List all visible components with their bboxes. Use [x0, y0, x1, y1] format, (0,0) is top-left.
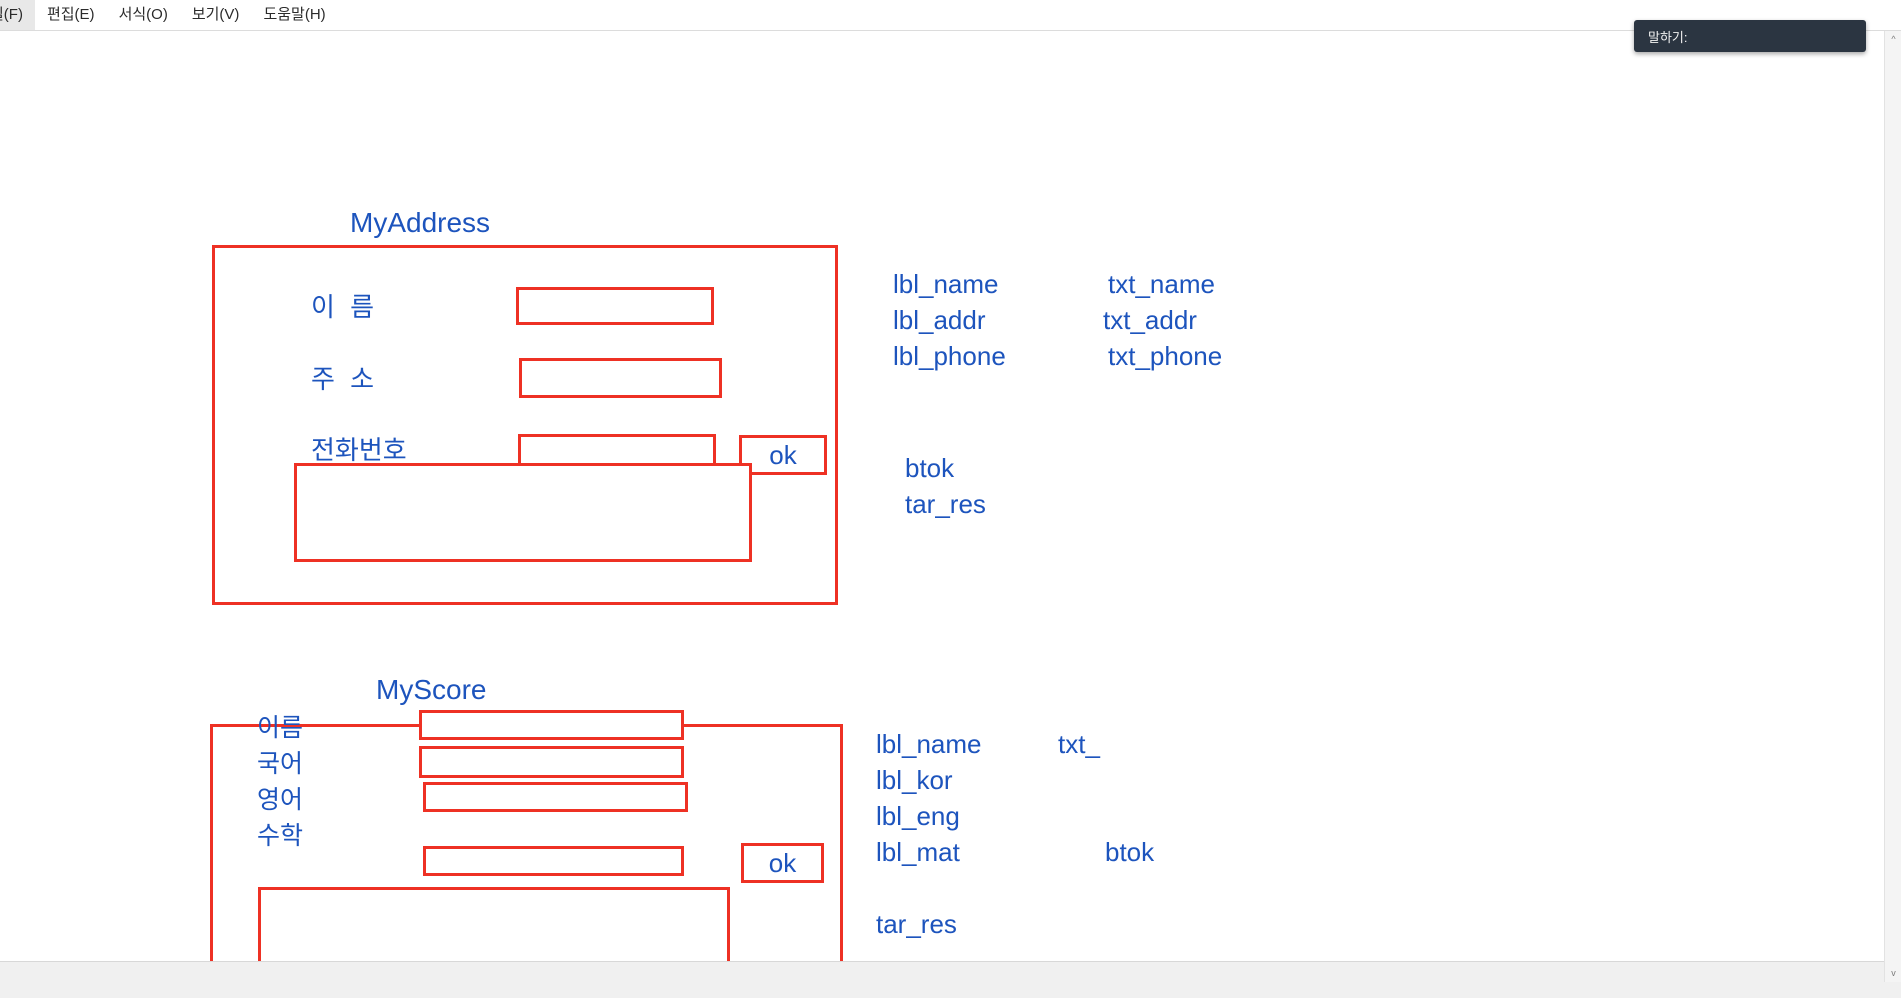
my-score-ok-button[interactable]: ok: [741, 843, 824, 883]
my-score-label-mat: 수학: [257, 822, 304, 850]
my-address-annot-txt-name: txt_name: [1108, 269, 1215, 299]
my-score-annot-btok: btok: [1105, 837, 1155, 867]
my-address-title: MyAddress: [350, 207, 491, 238]
my-address-ok-button[interactable]: ok: [739, 435, 827, 475]
my-score-annot-lbl-mat: lbl_mat: [876, 837, 960, 867]
vertical-scrollbar[interactable]: ^ v: [1884, 31, 1901, 982]
my-address-annot-btok: btok: [905, 453, 955, 483]
my-score-input-eng[interactable]: [423, 782, 688, 812]
scroll-down-arrow-icon[interactable]: v: [1891, 968, 1896, 978]
my-address-annot-txt-addr: txt_addr: [1103, 305, 1197, 335]
my-address-label-addr: 주 소: [311, 364, 379, 394]
my-address-result-textarea[interactable]: [294, 463, 752, 562]
menu-bar: 일(F) 편집(E) 서식(O) 보기(V) 도움말(H): [0, 0, 1901, 31]
my-score-annot-lbl-kor: lbl_kor: [876, 765, 953, 795]
my-score-label-kor: 국어: [257, 750, 304, 778]
menu-item-edit[interactable]: 편집(E): [46, 6, 95, 23]
my-score-annot-lbl-eng: lbl_eng: [876, 801, 960, 831]
document-canvas[interactable]: MyAddress 이 름 주 소 전화번호 ok lbl_name txt_n…: [0, 31, 1884, 961]
menu-item-format[interactable]: 서식(O): [118, 6, 168, 23]
my-address-annot-lbl-name: lbl_name: [893, 269, 999, 299]
scroll-up-arrow-icon[interactable]: ^: [1891, 34, 1896, 44]
my-address-input-addr[interactable]: [519, 358, 722, 398]
my-address-annot-txt-phone: txt_phone: [1108, 341, 1223, 371]
my-address-label-phone: 전화번호: [311, 435, 407, 465]
my-score-title: MyScore: [376, 674, 487, 705]
my-score-annot-lbl-name: lbl_name: [876, 729, 982, 759]
status-bar: [0, 961, 1901, 998]
my-address-annot-tar-res: tar_res: [905, 489, 986, 519]
my-address-input-name[interactable]: [516, 287, 714, 325]
my-score-label-name: 이름: [257, 714, 304, 742]
my-score-input-mat[interactable]: [423, 846, 684, 876]
my-address-annot-lbl-addr: lbl_addr: [893, 305, 986, 335]
my-score-result-textarea[interactable]: [258, 887, 730, 961]
speaking-popup-label: 말하기:: [1648, 29, 1688, 45]
menu-item-view[interactable]: 보기(V): [191, 6, 240, 23]
my-score-annot-txt: txt_: [1058, 729, 1100, 759]
my-address-label-name: 이 름: [311, 292, 379, 322]
my-score-input-kor[interactable]: [419, 746, 684, 778]
my-score-annot-tar-res: tar_res: [876, 909, 957, 939]
menu-item-file[interactable]: 일(F): [0, 0, 35, 30]
my-address-annot-lbl-phone: lbl_phone: [893, 341, 1006, 371]
my-score-label-eng: 영어: [257, 786, 304, 814]
my-score-input-name[interactable]: [419, 710, 684, 740]
menu-item-help[interactable]: 도움말(H): [263, 6, 326, 23]
speaking-popup: 말하기:: [1634, 20, 1866, 52]
